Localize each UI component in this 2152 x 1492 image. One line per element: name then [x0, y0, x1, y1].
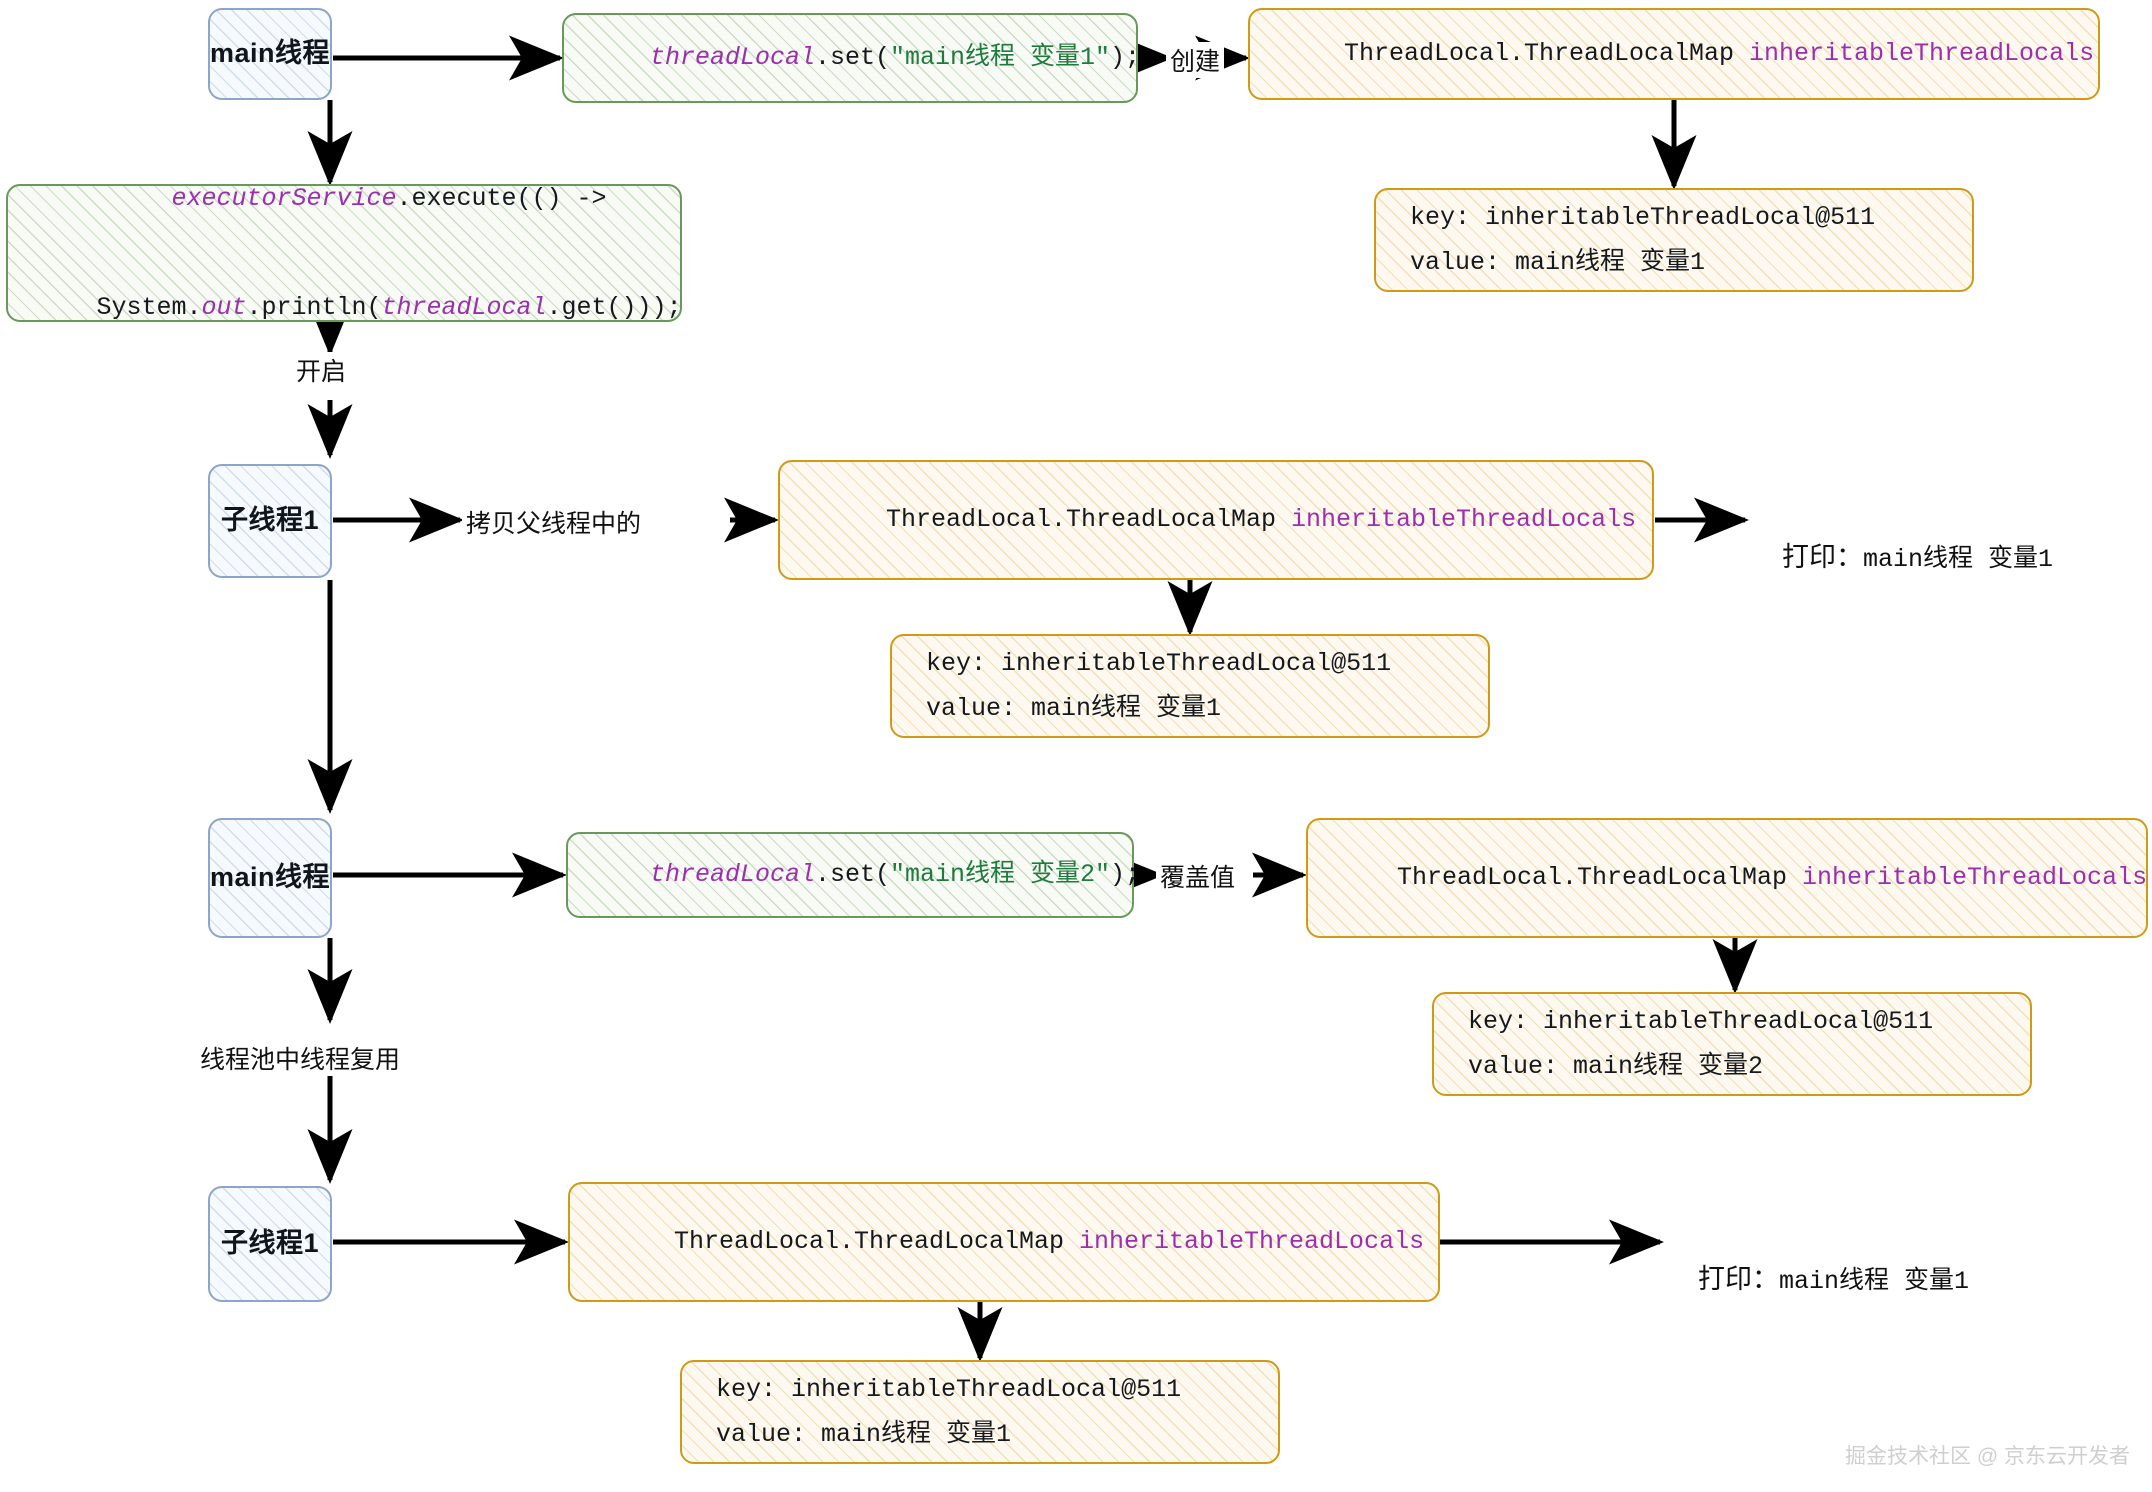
- set-var2-suffix: );: [1110, 860, 1141, 890]
- node-main-thread-1[interactable]: main线程: [208, 8, 332, 100]
- print-row2: 打印：main线程 变量1: [1752, 504, 2053, 605]
- node-kv-row2[interactable]: key: inheritableThreadLocal@511 value: m…: [890, 634, 1490, 738]
- map-row2-text: ThreadLocal.ThreadLocalMap inheritableTh…: [796, 473, 1636, 567]
- print-row4: 打印：main线程 变量1: [1668, 1226, 1969, 1327]
- print-row2-prefix: 打印：: [1782, 542, 1864, 572]
- map-row2-field: inheritableThreadLocals: [1291, 505, 1637, 535]
- executor-line2-c: .get()));: [546, 293, 682, 323]
- set-var1-string: "main线程 变量1": [890, 43, 1111, 73]
- kv-row3-value: value: main线程 变量2: [1468, 1052, 1764, 1081]
- edge-label-pool-reuse: 线程池中线程复用: [196, 1040, 405, 1076]
- node-executor-service[interactable]: executorService.execute(() -> System.out…: [6, 184, 682, 322]
- main-thread-2-label: main线程: [209, 862, 331, 893]
- executor-line2-a: System.: [96, 293, 202, 323]
- edge-label-copy-parent: 拷贝父线程中的: [462, 504, 646, 540]
- set-var2-string: "main线程 变量2": [890, 860, 1111, 890]
- kv-row4-value: value: main线程 变量1: [716, 1420, 1012, 1449]
- kv-top-key: key: inheritableThreadLocal@511: [1410, 202, 1876, 232]
- executor-threadlocal-keyword: threadLocal: [381, 293, 547, 323]
- kv-row4-key: key: inheritableThreadLocal@511: [716, 1374, 1182, 1404]
- executor-line2-b: .println(: [246, 293, 382, 323]
- kv-row3-key: key: inheritableThreadLocal@511: [1468, 1006, 1934, 1036]
- executor-line-1: executorService.execute(() ->: [81, 151, 606, 245]
- set-var2-mid: .set(: [815, 860, 891, 890]
- main-thread-1-label: main线程: [209, 38, 331, 69]
- child-thread-1-label: 子线程1: [220, 505, 320, 536]
- node-child-thread-1[interactable]: 子线程1: [208, 464, 332, 578]
- set-var1-suffix: );: [1110, 43, 1141, 73]
- watermark: 掘金技术社区 @ 京东云开发者: [1845, 1445, 2130, 1468]
- print-row4-value: main线程 变量1: [1779, 1267, 1970, 1296]
- map-row2-prefix: ThreadLocal.ThreadLocalMap: [885, 505, 1292, 535]
- map-row4-prefix: ThreadLocal.ThreadLocalMap: [673, 1227, 1080, 1257]
- node-set-var2[interactable]: threadLocal.set("main线程 变量2");: [566, 832, 1140, 918]
- set-var2-text: threadLocal.set("main线程 变量2");: [560, 828, 1140, 922]
- map-row3-field: inheritableThreadLocals: [1802, 863, 2148, 893]
- executor-keyword: executorService: [171, 183, 397, 213]
- executor-line1-rest: .execute(() ->: [396, 183, 607, 213]
- node-kv-row4[interactable]: key: inheritableThreadLocal@511 value: m…: [680, 1360, 1280, 1464]
- node-kv-top[interactable]: key: inheritableThreadLocal@511 value: m…: [1374, 188, 1974, 292]
- executor-out-keyword: out: [201, 293, 247, 323]
- node-map-row4[interactable]: ThreadLocal.ThreadLocalMap inheritableTh…: [568, 1182, 1440, 1302]
- kv-top-value: value: main线程 变量1: [1410, 248, 1706, 277]
- set-var1-text: threadLocal.set("main线程 变量1");: [560, 11, 1140, 105]
- print-row4-prefix: 打印：: [1698, 1264, 1780, 1294]
- kv-row2-value: value: main线程 变量1: [926, 694, 1222, 723]
- edge-label-overwrite: 覆盖值: [1156, 858, 1240, 894]
- edge-label-start: 开启: [292, 352, 351, 388]
- map-row4-text: ThreadLocal.ThreadLocalMap inheritableTh…: [584, 1195, 1424, 1289]
- node-map-row3[interactable]: ThreadLocal.ThreadLocalMap inheritableTh…: [1306, 818, 2148, 938]
- map-row4-field: inheritableThreadLocals: [1079, 1227, 1425, 1257]
- map-top-field: inheritableThreadLocals: [1749, 39, 2095, 69]
- set-var1-mid: .set(: [815, 43, 891, 73]
- map-row3-prefix: ThreadLocal.ThreadLocalMap: [1396, 863, 1803, 893]
- node-kv-row3[interactable]: key: inheritableThreadLocal@511 value: m…: [1432, 992, 2032, 1096]
- node-set-var1[interactable]: threadLocal.set("main线程 变量1");: [560, 11, 1140, 105]
- node-child-thread-2[interactable]: 子线程1: [208, 1186, 332, 1302]
- set-var1-keyword: threadLocal: [649, 43, 815, 73]
- edge-label-create: 创建: [1166, 42, 1225, 78]
- node-main-thread-2[interactable]: main线程: [208, 818, 332, 938]
- print-row2-value: main线程 变量1: [1863, 545, 2054, 574]
- kv-row2-key: key: inheritableThreadLocal@511: [926, 648, 1392, 678]
- node-map-row2[interactable]: ThreadLocal.ThreadLocalMap inheritableTh…: [778, 460, 1654, 580]
- child-thread-2-label: 子线程1: [220, 1228, 320, 1259]
- map-row3-text: ThreadLocal.ThreadLocalMap inheritableTh…: [1307, 831, 2147, 925]
- executor-line-2: System.out.println(threadLocal.get()));: [6, 261, 681, 355]
- node-map-top[interactable]: ThreadLocal.ThreadLocalMap inheritableTh…: [1248, 8, 2100, 100]
- set-var2-keyword: threadLocal: [649, 860, 815, 890]
- map-top-text: ThreadLocal.ThreadLocalMap inheritableTh…: [1254, 7, 2094, 101]
- map-top-prefix: ThreadLocal.ThreadLocalMap: [1343, 39, 1750, 69]
